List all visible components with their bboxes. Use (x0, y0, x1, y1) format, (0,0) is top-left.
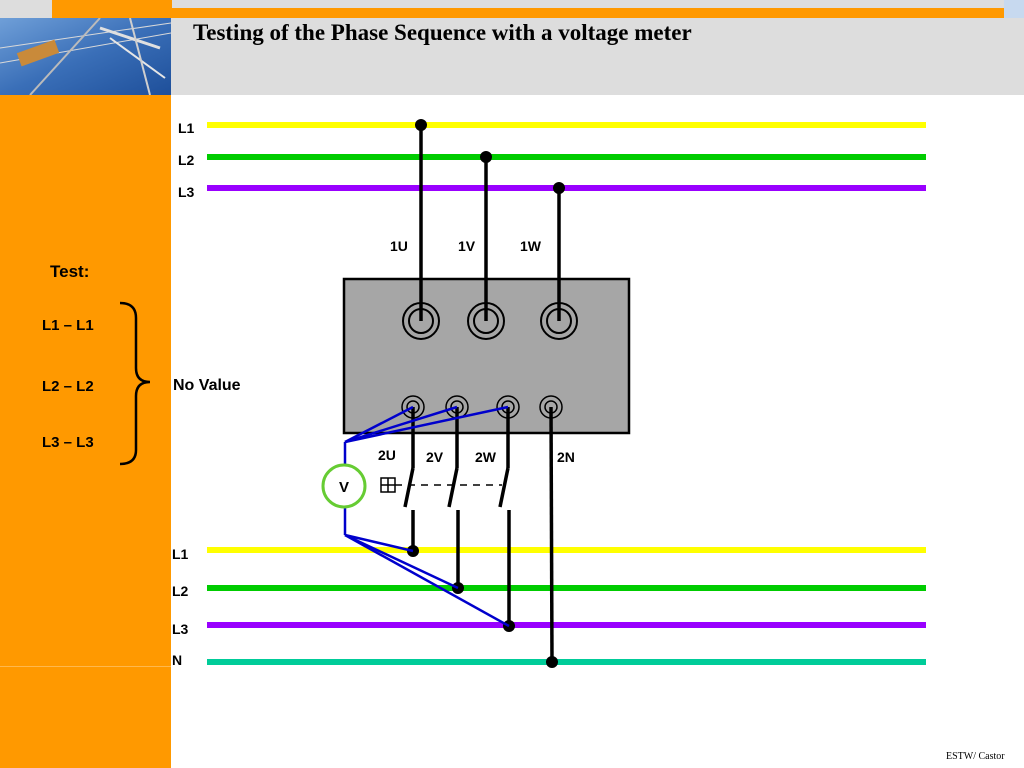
switch-contact-2u (403, 467, 415, 508)
wire-2n (549, 406, 554, 663)
output-label-2u: 2U (378, 447, 396, 463)
footer-credit: ESTW/ Castor (946, 751, 1005, 762)
input-label-1v: 1V (458, 238, 476, 254)
upper-bus-label-l3: L3 (178, 184, 195, 200)
lower-bus-label-l3: L3 (172, 621, 189, 637)
sidebar-divider (0, 666, 171, 667)
test-item-l1: L1 – L1 (42, 317, 94, 334)
grouping-brace (119, 301, 151, 466)
switch-contact-2v (447, 467, 459, 508)
page-title: Testing of the Phase Sequence with a vol… (193, 20, 692, 45)
output-label-2w: 2W (475, 449, 497, 465)
switch-actuator-icon (380, 477, 396, 493)
output-label-2n: 2N (557, 449, 575, 465)
lower-bus-label-l2: L2 (172, 583, 189, 599)
header-accent-stripe-long (172, 8, 1004, 18)
input-label-1w: 1W (520, 238, 542, 254)
test-heading: Test: (50, 262, 90, 281)
voltmeter-symbol: V (339, 479, 349, 496)
sidebar-panel (0, 95, 171, 768)
test-item-l2: L2 – L2 (42, 378, 94, 395)
junction-l3-upper (553, 182, 565, 194)
header-accent-stripe (52, 0, 172, 18)
output-label-2v: 2V (426, 449, 444, 465)
input-label-1u: 1U (390, 238, 408, 254)
lower-bus-label-l1: L1 (172, 546, 189, 562)
upper-bus-label-l2: L2 (178, 152, 195, 168)
lower-bus-label-n: N (172, 652, 182, 668)
junction-l2-upper (480, 151, 492, 163)
voltmeter (321, 463, 367, 509)
upper-bus-label-l1: L1 (178, 120, 195, 136)
test-item-l3: L3 – L3 (42, 434, 94, 451)
result-label: No Value (173, 377, 241, 394)
meter-upper-leads (343, 405, 509, 465)
header-photo-power-lines (0, 18, 171, 95)
junction-n-lower (546, 656, 558, 668)
switch-contact-2w (498, 467, 510, 508)
junction-l1-upper (415, 119, 427, 131)
header-corner-block (1004, 0, 1024, 18)
meter-lower-leads (343, 507, 510, 628)
